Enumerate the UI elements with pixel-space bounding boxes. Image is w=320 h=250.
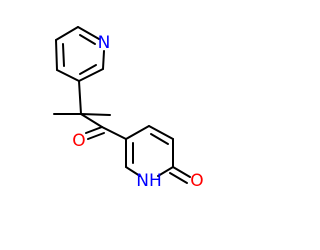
bond-co-b <box>87 132 105 140</box>
pyridine-ring <box>55 26 105 115</box>
bond-c1-c6 <box>55 26 79 41</box>
bond-c2-c1 <box>55 39 58 71</box>
bond-c6-c5-inner <box>79 34 96 45</box>
bond-ring-to-quaternary <box>78 80 82 115</box>
bond-n1-c6 <box>125 166 141 177</box>
bond-c2-n1 <box>157 166 174 177</box>
bond-carbonyl-to-pyridone <box>101 126 127 140</box>
bond-c3-c2 <box>56 69 80 82</box>
bond-quaternary-to-carbonyl <box>80 113 103 128</box>
pyridone-ring <box>125 125 191 184</box>
bond-c4-c3-inner <box>79 64 97 75</box>
bond-c5-c4 <box>125 125 150 140</box>
bond-c6-c5 <box>77 26 100 40</box>
bond-c4-c3-inner <box>150 133 169 145</box>
bond-c4-c3 <box>78 68 104 82</box>
ketone-group <box>85 126 127 140</box>
molecule-canvas: N O NH O <box>53 26 204 191</box>
amide-nh-label: NH <box>136 171 162 191</box>
quaternary-carbon <box>53 113 111 128</box>
bond-c4-n <box>102 50 105 70</box>
bond-c2-o-a <box>172 166 191 178</box>
bond-c2-o-b <box>169 172 188 184</box>
bond-c2-c1-inner <box>62 43 65 67</box>
bond-co-a <box>85 126 103 134</box>
bond-c4-c3 <box>148 125 174 140</box>
carbonyl-oxygen-label: O <box>72 131 85 151</box>
pyridine-nitrogen-label: N <box>98 33 111 53</box>
molecule-structure: N O NH O <box>53 26 204 191</box>
bond-methyl-right <box>80 113 111 116</box>
pyridone-oxygen-label: O <box>190 171 203 191</box>
